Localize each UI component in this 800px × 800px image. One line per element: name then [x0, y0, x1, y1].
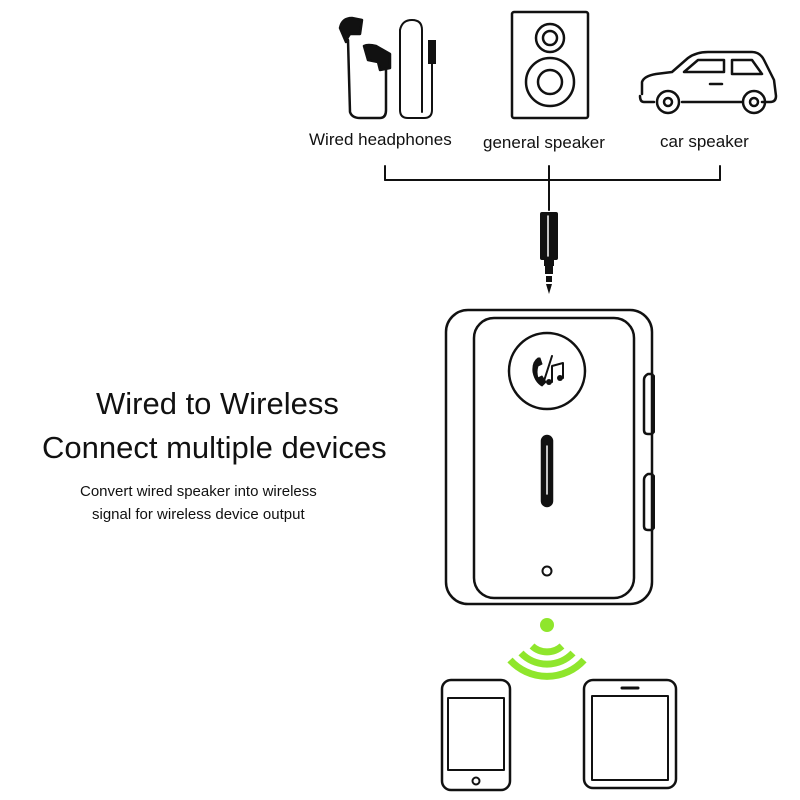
call-music-icon	[507, 331, 587, 411]
tablet-icon	[582, 678, 678, 790]
speaker-icon	[510, 10, 590, 120]
wired-headphones-label: Wired headphones	[309, 130, 452, 149]
phone-icon	[440, 678, 512, 792]
wifi-signal-icon	[507, 618, 587, 680]
headline-line-1: Wired to Wireless	[96, 386, 339, 421]
general-speaker-label: general speaker	[483, 133, 605, 152]
bluetooth-adapter	[444, 308, 655, 606]
car-speaker-label: car speaker	[660, 132, 749, 151]
car-icon	[638, 50, 778, 115]
description-line-2: signal for wireless device output	[92, 506, 305, 523]
headline-line-2: Connect multiple devices	[42, 430, 387, 465]
description-line-1: Convert wired speaker into wireless	[80, 483, 317, 500]
wired-headphones-icon	[338, 16, 436, 120]
connector-bracket	[384, 165, 721, 211]
audio-jack-icon	[540, 212, 558, 294]
